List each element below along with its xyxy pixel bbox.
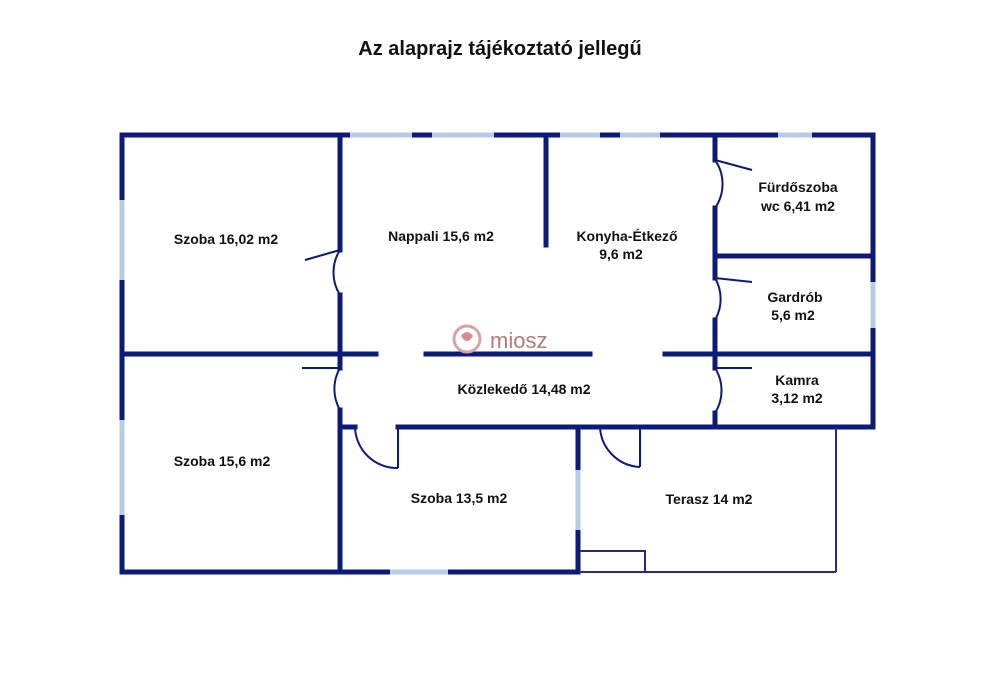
room-label-szoba-1: Szoba 16,02 m2 <box>174 231 278 247</box>
room-labels: Szoba 16,02 m2 Nappali 15,6 m2 Konyha-Ét… <box>174 179 838 507</box>
room-label-gardrob-1: Gardrób <box>767 289 822 305</box>
room-label-kamra-2: 3,12 m2 <box>771 390 823 406</box>
logo-text: miosz <box>490 328 547 353</box>
miosz-logo: miosz <box>452 324 547 354</box>
room-label-konyha-1: Konyha-Étkező <box>576 228 677 244</box>
heart-icon <box>452 324 482 354</box>
room-label-furdo-1: Fürdőszoba <box>758 179 838 195</box>
room-label-kamra-1: Kamra <box>775 372 819 388</box>
room-label-kozlekedo: Közlekedő 14,48 m2 <box>457 381 590 397</box>
interior-walls <box>119 132 876 575</box>
room-label-gardrob-2: 5,6 m2 <box>771 307 815 323</box>
page-title: Az alaprajz tájékoztató jellegű <box>358 38 642 60</box>
room-label-szoba-2: Szoba 15,6 m2 <box>174 453 271 469</box>
doors <box>302 159 753 470</box>
room-label-nappali: Nappali 15,6 m2 <box>388 228 494 244</box>
room-label-konyha-2: 9,6 m2 <box>599 246 643 262</box>
room-label-szoba-3: Szoba 13,5 m2 <box>411 490 508 506</box>
room-label-terasz: Terasz 14 m2 <box>666 491 753 507</box>
windows <box>119 132 876 575</box>
room-label-furdo-2: wc 6,41 m2 <box>760 198 835 214</box>
terrace-outline <box>578 427 837 573</box>
